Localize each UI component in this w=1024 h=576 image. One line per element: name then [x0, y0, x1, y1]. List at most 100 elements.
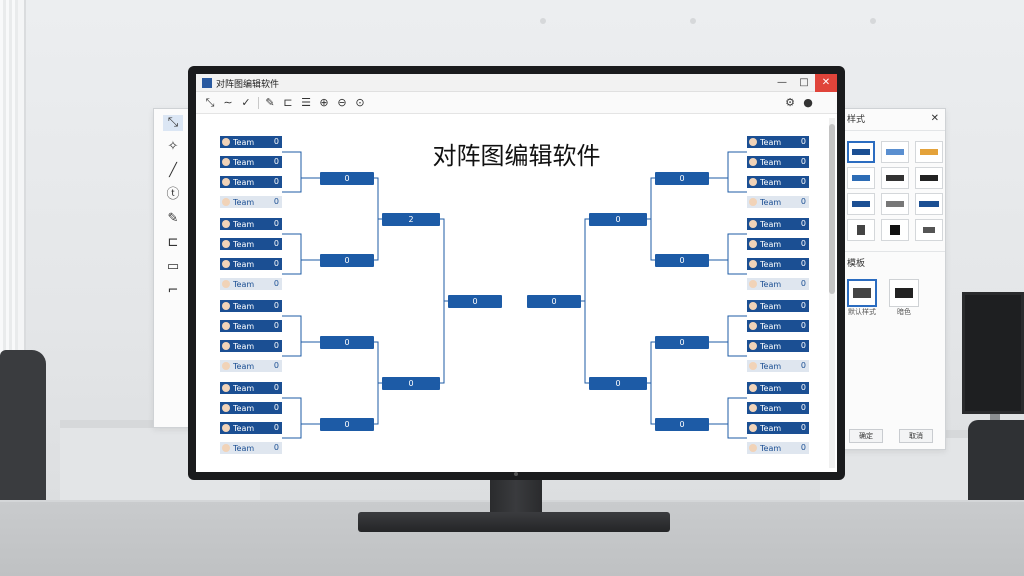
template-swatch[interactable]: [881, 193, 909, 215]
template-swatch[interactable]: [847, 193, 875, 215]
team-slot[interactable]: Team 0: [747, 136, 809, 148]
line-icon[interactable]: ∼: [223, 96, 233, 109]
user-icon[interactable]: ●: [803, 96, 813, 109]
template-swatch[interactable]: [915, 193, 943, 215]
template-swatch[interactable]: [881, 219, 909, 241]
team-score: 0: [273, 383, 279, 392]
team-avatar: [749, 220, 757, 228]
vertical-scrollbar[interactable]: [829, 118, 835, 468]
text-icon[interactable]: ⓣ: [166, 187, 180, 202]
template-swatch[interactable]: [881, 141, 909, 163]
cancel-button[interactable]: 取消: [899, 429, 933, 443]
pointer-icon[interactable]: ⤡: [205, 96, 215, 109]
close-button[interactable]: ✕: [815, 74, 837, 92]
crop-icon[interactable]: ⌐: [167, 283, 179, 298]
template-swatch[interactable]: [847, 141, 875, 163]
brush-icon[interactable]: ✎: [167, 211, 179, 226]
bracket-connector: [709, 423, 747, 439]
style-option-default[interactable]: [847, 279, 877, 307]
match-box[interactable]: 0: [655, 172, 709, 185]
match-box[interactable]: 0: [655, 336, 709, 349]
team-name: Team: [760, 137, 782, 147]
match-box[interactable]: 0: [589, 377, 647, 390]
select-icon[interactable]: ⤡: [163, 115, 183, 131]
bracket-connector: [282, 423, 320, 439]
pen-icon[interactable]: ╱: [169, 163, 177, 178]
bracket-connector: [282, 151, 320, 179]
template-swatch[interactable]: [881, 167, 909, 189]
style-option-dark[interactable]: [889, 279, 919, 307]
settings-icon[interactable]: ⚙: [785, 96, 795, 109]
zoom-out-icon[interactable]: ⊖: [337, 96, 347, 109]
match-box[interactable]: 0: [655, 254, 709, 267]
match-box[interactable]: 2: [382, 213, 440, 226]
match-box[interactable]: 0: [320, 336, 374, 349]
pen-icon[interactable]: ✎: [265, 96, 275, 109]
team-score: 0: [800, 239, 806, 248]
minimize-button[interactable]: —: [777, 77, 787, 88]
magic-icon[interactable]: ✧: [167, 139, 179, 154]
template-swatch[interactable]: [847, 219, 875, 241]
template-swatch[interactable]: [847, 167, 875, 189]
team-score: 0: [800, 137, 806, 146]
match-box[interactable]: 0: [589, 213, 647, 226]
zoom-in-icon[interactable]: ⊕: [319, 96, 329, 109]
list-icon[interactable]: ☰: [301, 96, 311, 109]
connect-icon[interactable]: ⊏: [283, 96, 293, 109]
template-swatch[interactable]: [915, 219, 943, 241]
ok-button[interactable]: 确定: [849, 429, 883, 443]
match-box[interactable]: 0: [655, 418, 709, 431]
template-swatch[interactable]: [915, 167, 943, 189]
team-score: 0: [273, 197, 279, 206]
template-swatch[interactable]: [915, 141, 943, 163]
match-box[interactable]: 0: [320, 254, 374, 267]
maximize-button[interactable]: □: [799, 77, 809, 88]
match-box[interactable]: 0: [448, 295, 502, 308]
match-box[interactable]: 0: [320, 172, 374, 185]
style-caption: 暗色: [897, 308, 911, 316]
team-name: Team: [760, 361, 782, 371]
match-box[interactable]: 0: [382, 377, 440, 390]
shape-icon[interactable]: ⊏: [167, 235, 179, 250]
zoom-fit-icon[interactable]: ⊙: [355, 96, 365, 109]
scroll-thumb[interactable]: [829, 124, 835, 294]
match-box[interactable]: 0: [320, 418, 374, 431]
team-avatar: [222, 260, 230, 268]
match-box[interactable]: 0: [527, 295, 581, 308]
close-icon[interactable]: ✕: [930, 113, 939, 124]
frame-icon[interactable]: ▭: [166, 259, 180, 274]
check-icon[interactable]: ✓: [241, 96, 251, 109]
